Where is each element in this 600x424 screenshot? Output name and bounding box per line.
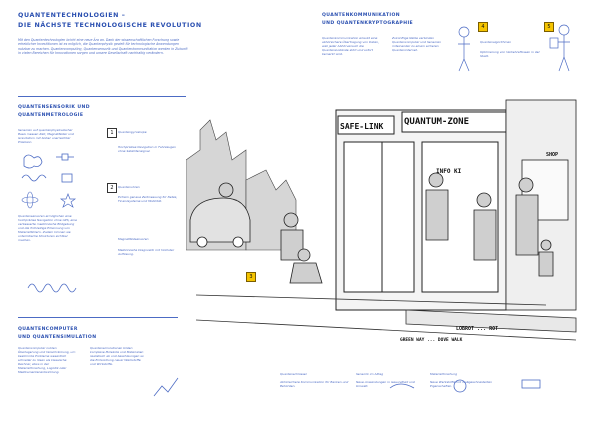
curb-text: GREEN WAY ... DOVE WALK bbox=[400, 338, 463, 343]
brain-icon bbox=[23, 154, 43, 169]
star-icon bbox=[59, 193, 77, 208]
callout-1-text: Hochpräzise Navigation in Fahrzeugen ohn… bbox=[118, 145, 176, 153]
bottom-icons bbox=[153, 377, 541, 397]
badge-2: 2 bbox=[107, 183, 117, 193]
callout-2-label: Quantenuhren bbox=[118, 185, 140, 189]
section-kommunikation-title-2: und Quantenkryptographie bbox=[322, 21, 414, 26]
badge-1: 1 bbox=[107, 128, 117, 138]
atom-icon bbox=[21, 191, 39, 209]
wave-icon bbox=[21, 174, 47, 182]
city-scene-illustration bbox=[186, 99, 577, 341]
badge-5: 5 bbox=[544, 22, 554, 32]
section-kommunikation-title-1: Quantenkommunikation bbox=[322, 13, 401, 18]
callout-3-label: Magnetfeldsensoren bbox=[118, 237, 149, 241]
kommunikation-body-right: Zukünftige Netze verbinden Quantencomput… bbox=[392, 36, 442, 52]
callout-4-text: Optimierung von Verkehrsflüssen in der S… bbox=[480, 50, 540, 58]
lock-icon bbox=[453, 379, 467, 393]
callout-3-text: Medizinische Diagnostik mit höchster Auf… bbox=[118, 248, 175, 256]
section-sensorik-title-2: Quantenmetrologie bbox=[18, 113, 84, 118]
callout-1-label: Quantengyroskope bbox=[118, 130, 147, 134]
device-icon bbox=[521, 379, 541, 389]
squiggle-icon bbox=[27, 283, 77, 293]
chart-icon bbox=[153, 377, 179, 397]
callout-7-text: Neue Werkstoffe mit maßgeschneiderten Ei… bbox=[430, 380, 492, 388]
computer-body-right: Quantensimulationen bilden komplexe Mole… bbox=[90, 346, 144, 366]
callout-5-label: Quantenschlüssel bbox=[280, 372, 307, 376]
callout-6-label: Sensorik im Alltag bbox=[356, 372, 384, 376]
callout-7-label: Materialforschung bbox=[430, 372, 458, 376]
people-sketch-topright bbox=[458, 24, 570, 72]
sensorik-intro: Sensoren auf quantenphysikalischer Basis… bbox=[18, 128, 74, 144]
section-computer-title-2: und Quantensimulation bbox=[18, 335, 97, 340]
kommunikation-body-left: Quantenkommunikation erlaubt eine abhörs… bbox=[322, 36, 380, 56]
floor-text: LOBROT ... ROT bbox=[456, 326, 499, 332]
badge-3: 3 bbox=[246, 272, 256, 282]
divider-bottom bbox=[18, 317, 178, 318]
sign-quantum-zone: QUANTUM-ZONE bbox=[404, 117, 470, 127]
section-sensorik-title-1: Quantensensorik und bbox=[18, 105, 90, 110]
people-sketch bbox=[215, 172, 554, 284]
sign-safe-link: SAFE-LINK bbox=[340, 122, 384, 131]
sign-shop: SHOP bbox=[546, 152, 559, 158]
chip-icon bbox=[61, 173, 73, 183]
page-title-line1: Quantentechnologien – bbox=[18, 12, 126, 19]
callout-5-text: Abhörsichere Kommunikation für Banken un… bbox=[280, 380, 349, 388]
callout-2-text: Extrem genaue Zeitmessung für Netze, Fin… bbox=[118, 195, 178, 203]
section-computer-title-1: Quantencomputer bbox=[18, 327, 78, 332]
poster-info-ki: INFO KI bbox=[436, 168, 462, 175]
sensor-icons-group bbox=[21, 153, 77, 209]
satellite-icon bbox=[56, 153, 74, 161]
page-title-line2: Die nächste technologische Revolution bbox=[18, 22, 202, 29]
callout-6-text: Neue Anwendungen in Gesundheit und Umwel… bbox=[356, 380, 415, 388]
callout-4-label: Quantenalgorithmen bbox=[480, 40, 512, 44]
computer-body-left: Quantencomputer nutzen Überlagerung und … bbox=[18, 346, 76, 374]
divider-top bbox=[18, 96, 186, 97]
car-sketch bbox=[189, 197, 251, 248]
sidewalk bbox=[195, 294, 577, 341]
intro-text: Mit den Quantentechnologien bricht eine … bbox=[18, 38, 188, 56]
sign-boards bbox=[337, 111, 507, 135]
badge-4: 4 bbox=[478, 22, 488, 32]
skateboard-icon bbox=[389, 383, 415, 389]
sensorik-body: Quantensensoren ermöglichen eine hochprä… bbox=[18, 214, 77, 242]
